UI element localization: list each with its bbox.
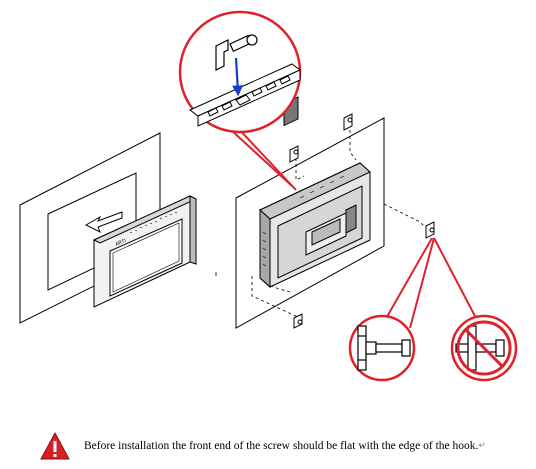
device-rear [259,96,371,289]
warning-caption: Before installation the front end of the… [40,428,530,464]
installation-diagram: ARTI [19,10,518,382]
hook-top-right [343,113,353,131]
panel-cutout [19,132,161,324]
incorrect-detail-callout [450,314,518,382]
hmi-device [92,195,198,308]
hook-right [425,221,435,239]
prohibition-icon [456,320,512,376]
device-logo: ARTI [114,238,127,248]
return-mark: ↵ [478,441,486,451]
correct-detail-callout [348,314,416,382]
zoom-callout-top [178,10,302,191]
warning-triangle-icon [40,431,70,460]
hook-bottom-left [293,313,303,329]
hook-top-left [289,145,299,163]
installation-note: Before installation the front end of the… [84,440,479,452]
callout-lines [383,237,477,329]
insert-arrow [84,211,123,234]
